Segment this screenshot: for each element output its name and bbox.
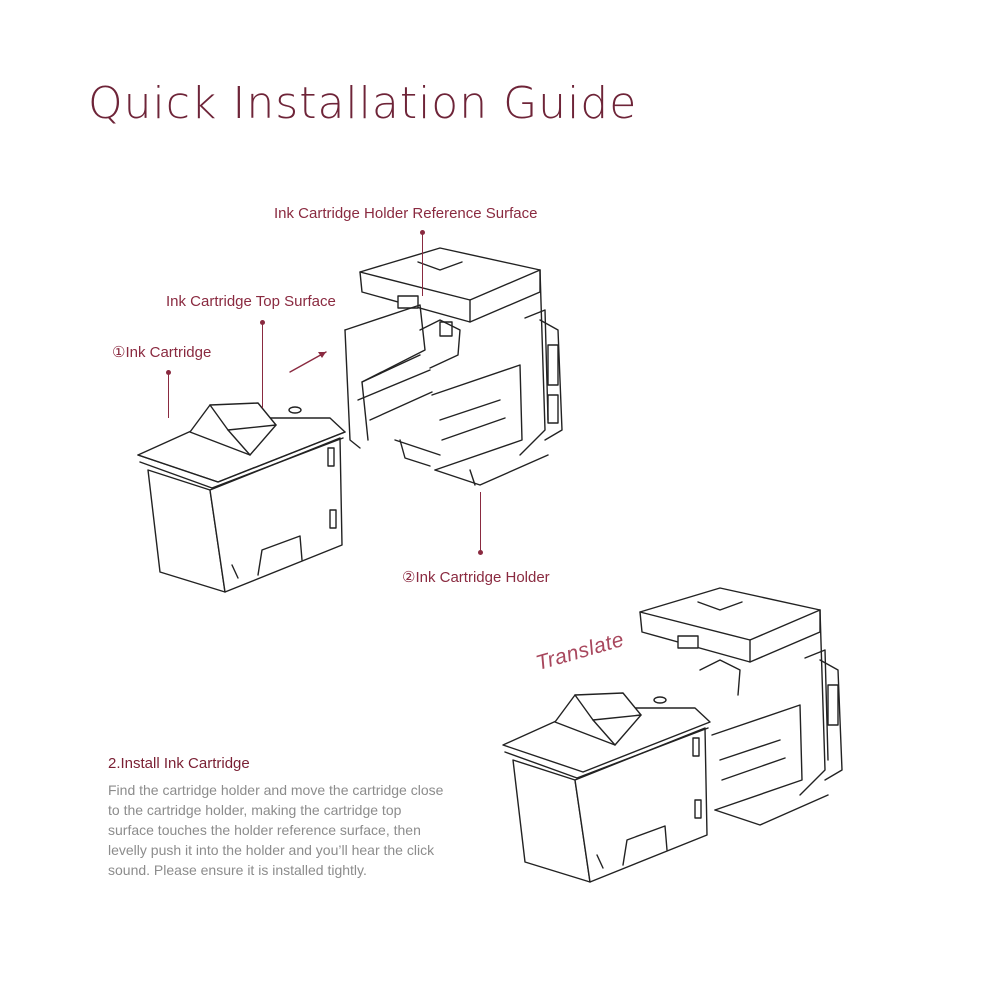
- step-description: Find the cartridge holder and move the c…: [108, 782, 444, 878]
- callout-cartridge-top-surface: Ink Cartridge Top Surface: [166, 293, 336, 310]
- leader-line: [262, 322, 263, 408]
- move-arrow: [289, 351, 327, 373]
- callout-cartridge-holder: ②Ink Cartridge Holder: [402, 569, 550, 586]
- leader-dot: [478, 550, 483, 555]
- ink-cartridge-drawing: [137, 402, 346, 593]
- leader-line: [168, 372, 169, 418]
- callout-holder-reference-surface: Ink Cartridge Holder Reference Surface: [274, 205, 538, 222]
- leader-dot: [260, 320, 265, 325]
- leader-dot: [166, 370, 171, 375]
- leader-line: [422, 232, 423, 296]
- cartridge-holder-drawing: [344, 247, 563, 486]
- leader-line: [480, 492, 481, 552]
- step-title: 2.Install Ink Cartridge: [108, 755, 250, 772]
- callout-ink-cartridge: ①Ink Cartridge: [112, 344, 212, 361]
- leader-dot: [420, 230, 425, 235]
- page-title: Quick Installation Guide: [88, 78, 638, 129]
- installed-assembly-drawing: [502, 587, 843, 883]
